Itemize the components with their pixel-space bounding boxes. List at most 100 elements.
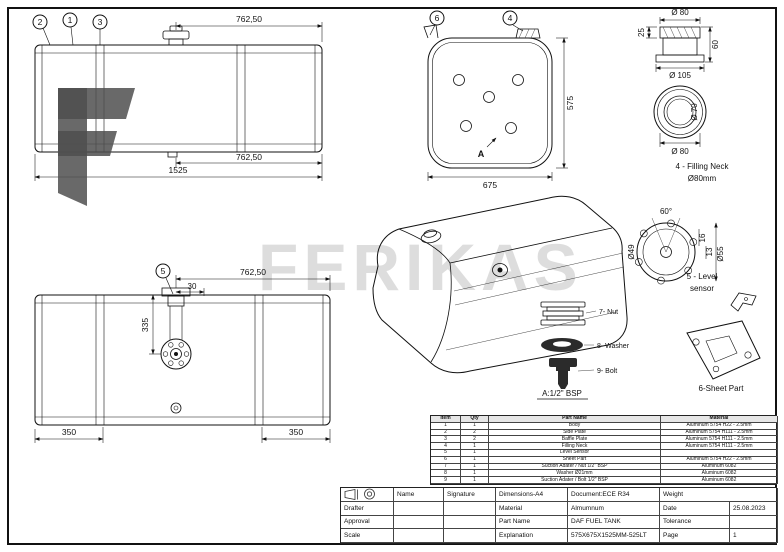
parts-table-cell: Level Sensor bbox=[489, 449, 661, 457]
dimension-575: 575 bbox=[556, 37, 575, 169]
end-view: 6 4 575 675 A bbox=[423, 10, 575, 190]
tb-partname-value: DAF FUEL TANK bbox=[568, 515, 660, 530]
dim-335: 335 bbox=[140, 318, 150, 332]
dim-13: 13 bbox=[705, 247, 714, 256]
fasteners-detail: 7- Nut 8- Washer 9- Bolt A:1/2" BSP bbox=[537, 301, 630, 400]
top-view: 762,50 30 5 bbox=[34, 263, 331, 443]
dim-16: 16 bbox=[698, 233, 707, 242]
parts-table-cell: 6 bbox=[431, 456, 461, 464]
isometric-view bbox=[372, 195, 628, 374]
tb-empty-cell bbox=[444, 515, 496, 530]
drain-hole bbox=[170, 402, 182, 414]
parts-table-cell: Aluminum 5754 H22 - 2.5mm bbox=[661, 422, 778, 430]
filling-neck-detail: Ø 80 25 60 Ø 105 bbox=[637, 8, 729, 183]
level-sensor-detail: 60° Ø49 16 13 Ø55 5 - Level sensor bbox=[627, 207, 725, 293]
dim-d55: Ø55 bbox=[716, 246, 725, 262]
baffle-hole bbox=[460, 120, 472, 132]
dimension-60: 60 bbox=[701, 26, 720, 63]
tb-weight: Weight bbox=[660, 488, 778, 502]
level-sensor-assembly bbox=[160, 287, 192, 370]
parts-table-cell: Aluminum 5754 H111 - 2.5mm bbox=[661, 436, 778, 444]
parts-table-cell: Suction Adater / Bolt 1/2" BSP bbox=[489, 477, 661, 484]
parts-table-cell: Aluminum 6082 bbox=[661, 477, 778, 484]
tb-material-value: Almumnum bbox=[568, 501, 660, 516]
dim-350-left: 350 bbox=[62, 427, 76, 437]
balloon-5-number: 5 bbox=[161, 266, 166, 276]
section-a-marker: A bbox=[478, 137, 497, 159]
ferikas-logo bbox=[58, 88, 135, 206]
title-block: Name Signature Dimensions-A4 Document:EC… bbox=[340, 487, 778, 544]
front-view: 2 1 3 762,50 7 bbox=[32, 12, 323, 181]
tb-empty-cell bbox=[394, 515, 444, 530]
parts-table-header: Item bbox=[431, 416, 461, 423]
filler-neck-top bbox=[515, 28, 541, 39]
tb-page-label: Page bbox=[660, 529, 730, 543]
dim-d49: Ø49 bbox=[627, 244, 636, 260]
dimension-d80-bottom: Ø 80 bbox=[659, 133, 701, 156]
sheet-part-clip bbox=[730, 292, 757, 312]
iso-level-sensor bbox=[492, 263, 508, 277]
drain-fitting bbox=[167, 151, 178, 158]
tb-name-header: Name bbox=[394, 488, 444, 502]
tb-date-label: Date bbox=[660, 501, 730, 516]
dim-d105: Ø 105 bbox=[669, 71, 691, 80]
filler-cap bbox=[162, 25, 190, 46]
parts-table-cell: Aluminum 5754 H111 - 2.5mm bbox=[661, 443, 778, 450]
washer-drawing bbox=[541, 338, 583, 352]
filling-neck-caption-1: 4 - Filling Neck bbox=[676, 162, 730, 171]
sheet-border bbox=[7, 7, 777, 545]
dimension-335: 335 bbox=[140, 294, 161, 355]
dim-575: 575 bbox=[565, 96, 575, 110]
dim-25: 25 bbox=[637, 28, 646, 37]
bolt-drawing bbox=[549, 358, 577, 389]
nut-label: 7- Nut bbox=[599, 309, 618, 316]
bsp-thread-label: A:1/2" BSP bbox=[542, 389, 582, 398]
parts-table-cell: 1 bbox=[431, 422, 461, 430]
balloon-callout-3: 3 bbox=[92, 14, 108, 45]
parts-table-cell: Aluminum 5754 H22 - 2.5mm bbox=[661, 456, 778, 464]
balloon-callout-6: 6 bbox=[429, 10, 445, 36]
projection-symbol-cell bbox=[341, 488, 394, 502]
tb-approval: Approval bbox=[341, 515, 394, 530]
washer-label: 8- Washer bbox=[597, 343, 630, 350]
section-a-label: A bbox=[478, 149, 485, 159]
dim-762-topview: 762,50 bbox=[240, 267, 266, 277]
dimension-25: 25 bbox=[637, 26, 657, 39]
parts-table-cell: Filling Neck bbox=[489, 443, 661, 450]
tb-tolerance-value bbox=[730, 515, 778, 530]
parts-table-cell: 1 bbox=[461, 443, 489, 450]
parts-table-cell: Sheet Part bbox=[489, 456, 661, 464]
parts-table-cell: 2 bbox=[461, 429, 489, 437]
dim-60deg: 60° bbox=[660, 207, 672, 216]
dimension-350-right: 350 bbox=[261, 427, 331, 443]
tb-empty-cell bbox=[394, 529, 444, 543]
dimension-front-top: 762,50 bbox=[175, 14, 323, 42]
projection-cone-icon bbox=[344, 488, 358, 500]
parts-table-cell: 5 bbox=[431, 449, 461, 457]
dim-d80-bottom: Ø 80 bbox=[671, 147, 689, 156]
dim-1525: 1525 bbox=[169, 165, 188, 175]
parts-table-header: Part Name bbox=[489, 416, 661, 423]
parts-table-cell: 9 bbox=[431, 477, 461, 484]
parts-table-cell: 2 bbox=[431, 429, 461, 437]
watermark-text: FERIKAS bbox=[258, 230, 583, 304]
dimension-d80-top: Ø 80 bbox=[659, 8, 701, 24]
balloon-1-number: 1 bbox=[68, 15, 73, 25]
nut-drawing bbox=[540, 301, 586, 326]
parts-table-header: Qty bbox=[461, 416, 489, 423]
dim-30: 30 bbox=[188, 282, 197, 291]
baffle-hole bbox=[512, 74, 524, 86]
filling-neck-caption-2: Ø80mm bbox=[688, 174, 717, 183]
dimension-350-left: 350 bbox=[34, 427, 104, 443]
dim-675: 675 bbox=[483, 180, 497, 190]
parts-table-cell: Aluminum 5754 H111 - 2.5mm bbox=[661, 429, 778, 437]
dimension-d105: Ø 105 bbox=[655, 64, 705, 80]
dim-762-top: 762,50 bbox=[236, 14, 262, 24]
parts-table-header: Material bbox=[661, 416, 778, 423]
bolt-label: 9- Bolt bbox=[597, 368, 617, 375]
balloon-callout-2: 2 bbox=[32, 14, 51, 46]
sheet-part-caption: 6-Sheet Part bbox=[699, 384, 745, 393]
tb-empty-cell bbox=[394, 501, 444, 516]
